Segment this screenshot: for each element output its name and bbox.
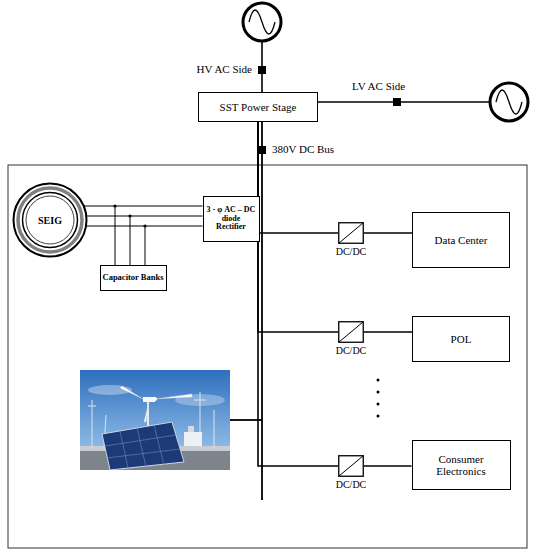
wire-connector	[258, 122, 338, 466]
wire-connector	[84, 206, 203, 226]
node-label: Data Center	[435, 234, 488, 246]
system-boundary	[8, 165, 527, 548]
solar-panel	[102, 422, 184, 470]
side-label: LV AC Side	[352, 80, 422, 92]
node-label: POL	[451, 333, 472, 345]
converter-symbol	[338, 222, 364, 244]
converter-label: DC/DC	[336, 345, 367, 356]
renewable-photo	[80, 370, 230, 470]
converter-symbol	[338, 321, 364, 343]
rectifier-box: 3 - φ AC – DC diode Rectifier	[203, 196, 260, 242]
converter-label: DC/DC	[336, 479, 367, 490]
converter-box: DC/DC	[338, 222, 364, 244]
converter-box: DC/DC	[338, 455, 364, 477]
dc-bus	[261, 122, 263, 500]
node-label: 3 - φ AC – DC diode Rectifier	[207, 206, 256, 232]
node-label: Capacitor Banks	[103, 273, 164, 282]
load-box: POL	[412, 316, 510, 362]
wire-connector	[364, 331, 412, 333]
lv-ac-source	[490, 83, 528, 121]
wire-connector	[364, 232, 412, 234]
breaker-square	[258, 66, 266, 74]
hv-ac-source	[243, 3, 281, 41]
node-label: SEIG	[38, 215, 62, 226]
wire-connector	[258, 122, 338, 233]
load-box: Data Center	[412, 212, 510, 268]
side-label: HV AC Side	[186, 63, 252, 75]
generator-circle: SEIG	[12, 182, 88, 258]
converter-label: DC/DC	[336, 246, 367, 257]
capacitor-wires	[115, 206, 145, 268]
converter-symbol	[338, 455, 364, 477]
converter-box: DC/DC	[338, 321, 364, 343]
node-label: SST Power Stage	[220, 101, 297, 113]
wire-connector	[364, 465, 412, 467]
node-label: Consumer Electronics	[416, 453, 507, 477]
ellipsis-dots	[377, 379, 380, 418]
breaker-square	[393, 98, 401, 106]
breaker-square	[258, 146, 266, 154]
process-box: SST Power Stage	[198, 92, 318, 122]
capacitor-box: Capacitor Banks	[100, 265, 167, 291]
side-label: 380V DC Bus	[272, 143, 352, 155]
load-box: Consumer Electronics	[412, 440, 511, 490]
lv-line	[318, 101, 490, 103]
